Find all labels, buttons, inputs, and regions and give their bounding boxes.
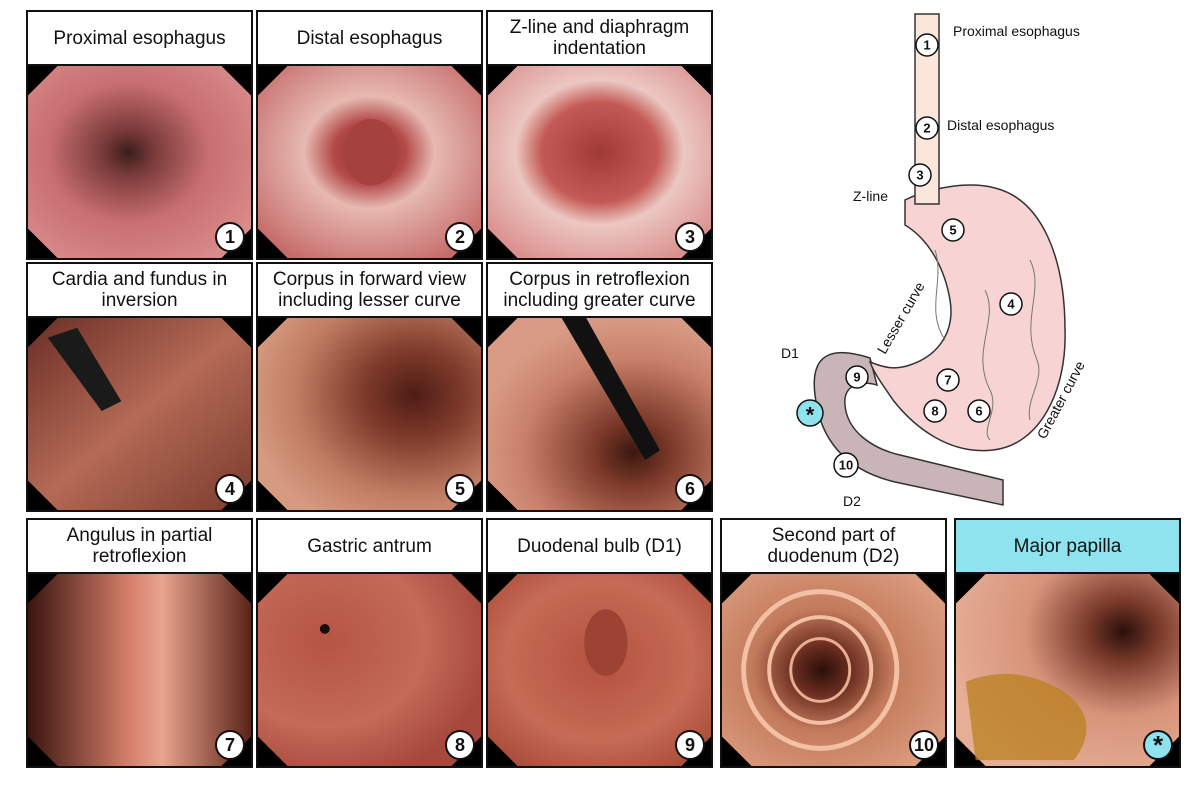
panel-major-papilla: Major papilla *: [954, 518, 1181, 768]
panel-title: Second part of duodenum (D2): [722, 520, 945, 574]
svg-text:*: *: [806, 403, 815, 428]
panel-duodenal-bulb: Duodenal bulb (D1) 9: [486, 518, 713, 768]
step-badge: 3: [675, 222, 705, 252]
panel-title: Cardia and fundus in inversion: [28, 264, 251, 318]
marker-4: 4: [999, 292, 1023, 316]
panel-angulus: Angulus in partial retroflexion 7: [26, 518, 253, 768]
endoscopy-image: [28, 66, 251, 258]
svg-text:10: 10: [839, 458, 853, 473]
endoscopy-image: [722, 574, 945, 766]
panel-title: Major papilla: [956, 520, 1179, 574]
step-badge-star: *: [1143, 730, 1173, 760]
step-badge: 8: [445, 730, 475, 760]
svg-text:7: 7: [944, 373, 951, 388]
marker-6: 6: [967, 399, 991, 423]
panel-second-duodenum: Second part of duodenum (D2) 10: [720, 518, 947, 768]
label-distal-esophagus: Distal esophagus: [947, 117, 1054, 133]
endoscopy-image: [258, 318, 481, 510]
panel-title: Distal esophagus: [258, 12, 481, 66]
marker-7: 7: [936, 368, 960, 392]
label-d2: D2: [843, 493, 861, 509]
marker-3: 3: [908, 163, 932, 187]
panel-title: Z-line and diaphragm indentation: [488, 12, 711, 66]
panel-corpus-forward: Corpus in forward view including lesser …: [256, 262, 483, 512]
svg-text:6: 6: [975, 404, 982, 419]
svg-text:1: 1: [923, 38, 930, 53]
endoscopy-image: [488, 318, 711, 510]
svg-text:2: 2: [923, 121, 930, 136]
panel-distal-esophagus: Distal esophagus 2: [256, 10, 483, 260]
panel-title: Corpus in retroflexion including greater…: [488, 264, 711, 318]
panel-title: Duodenal bulb (D1): [488, 520, 711, 574]
panel-title: Gastric antrum: [258, 520, 481, 574]
svg-text:8: 8: [931, 404, 938, 419]
marker-1: 1: [915, 33, 939, 57]
marker-2: 2: [915, 116, 939, 140]
stomach-shape: [868, 184, 1066, 452]
label-lesser-curve: Lesser curve: [874, 279, 928, 357]
step-badge: 7: [215, 730, 245, 760]
panel-antrum: Gastric antrum 8: [256, 518, 483, 768]
endoscopy-image: [258, 66, 481, 258]
endoscopy-image: [258, 574, 481, 766]
endoscopy-image: [28, 318, 251, 510]
panel-proximal-esophagus: Proximal esophagus 1: [26, 10, 253, 260]
label-zline: Z-line: [853, 188, 888, 204]
svg-text:5: 5: [949, 223, 956, 238]
svg-text:3: 3: [916, 168, 923, 183]
marker-star: *: [796, 399, 824, 428]
panel-title: Angulus in partial retroflexion: [28, 520, 251, 574]
marker-10: 10: [833, 452, 859, 478]
step-badge: 5: [445, 474, 475, 504]
endoscopy-image: [28, 574, 251, 766]
panel-cardia-fundus: Cardia and fundus in inversion 4: [26, 262, 253, 512]
endoscopy-image: [488, 574, 711, 766]
svg-text:4: 4: [1007, 297, 1015, 312]
step-badge: 1: [215, 222, 245, 252]
panel-title: Proximal esophagus: [28, 12, 251, 66]
stomach-diagram: Proximal esophagus Distal esophagus Z-li…: [775, 0, 1200, 520]
marker-9: 9: [845, 365, 869, 389]
step-badge: 2: [445, 222, 475, 252]
step-badge: 9: [675, 730, 705, 760]
endoscopy-image: [956, 574, 1179, 766]
marker-8: 8: [923, 399, 947, 423]
marker-5: 5: [941, 218, 965, 242]
panel-zline: Z-line and diaphragm indentation 3: [486, 10, 713, 260]
label-proximal-esophagus: Proximal esophagus: [953, 23, 1080, 39]
endoscopy-image: [488, 66, 711, 258]
svg-text:9: 9: [853, 370, 860, 385]
panel-title: Corpus in forward view including lesser …: [258, 264, 481, 318]
step-badge: 4: [215, 474, 245, 504]
panel-corpus-retroflexion: Corpus in retroflexion including greater…: [486, 262, 713, 512]
step-badge: 6: [675, 474, 705, 504]
step-badge: 10: [909, 730, 939, 760]
duodenum-shape: [813, 351, 1004, 506]
label-d1: D1: [781, 345, 799, 361]
